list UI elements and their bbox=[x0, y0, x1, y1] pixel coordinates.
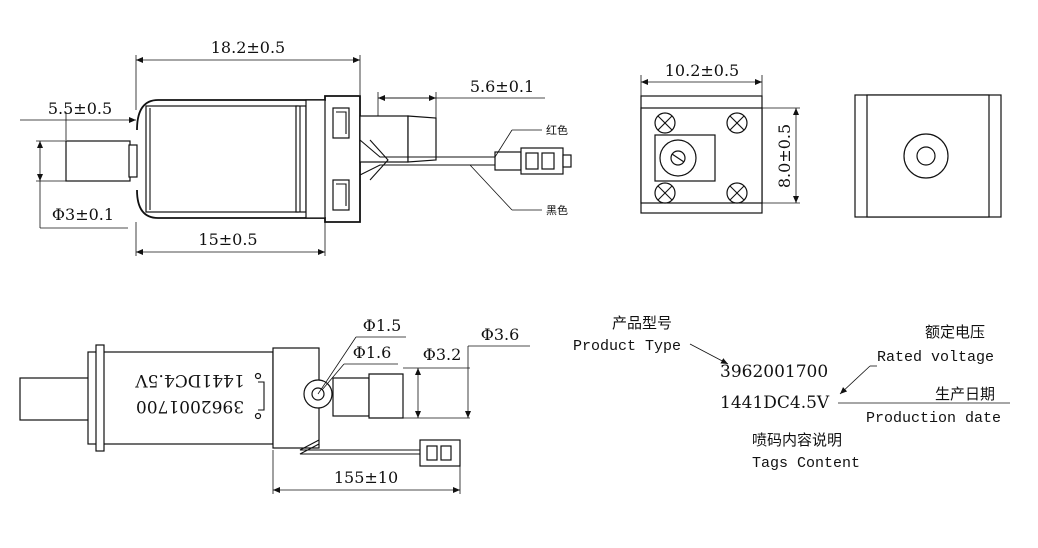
model-voltage: 1441DC4.5V bbox=[720, 393, 830, 413]
dim-tube-inner: Φ3.2 bbox=[423, 345, 462, 364]
wire-red-label: 红色 bbox=[546, 123, 568, 137]
leader-rated-voltage bbox=[839, 365, 871, 395]
dim-plunger-diameter: Φ3±0.1 bbox=[52, 205, 114, 224]
rated-voltage-en: Rated voltage bbox=[877, 349, 994, 366]
dim-body-length: 15±0.5 bbox=[198, 230, 257, 249]
product-type-en: Product Type bbox=[573, 338, 681, 355]
dim-hole-large: Φ1.6 bbox=[353, 343, 392, 362]
body-text-line2: 3962001700 bbox=[136, 396, 244, 416]
end-hole-inner bbox=[916, 146, 936, 166]
wire-black-label: 黑色 bbox=[546, 203, 568, 217]
plunger-collar bbox=[128, 144, 138, 178]
body-text-line1: 1441DC4.5V bbox=[135, 370, 245, 390]
product-code: 3962001700 bbox=[720, 362, 828, 382]
top-connector bbox=[419, 439, 461, 467]
end-view bbox=[854, 94, 1002, 218]
leader-product-type bbox=[689, 343, 729, 365]
wire-bend bbox=[369, 139, 389, 181]
terminal-bottom bbox=[332, 179, 350, 211]
plunger bbox=[65, 140, 131, 182]
top-wire bbox=[299, 439, 420, 451]
screw-icon bbox=[726, 112, 748, 134]
coil-body bbox=[145, 105, 299, 213]
top-clip bbox=[258, 381, 265, 411]
dim-rear-length: 5.6±0.1 bbox=[470, 77, 534, 96]
rear-nozzle bbox=[407, 115, 437, 163]
terminal-bottom-detail bbox=[336, 183, 347, 206]
coil-flange bbox=[295, 105, 307, 213]
dim-hole-small: Φ1.5 bbox=[363, 316, 402, 335]
top-connector-pin bbox=[440, 445, 452, 461]
connector-pin bbox=[525, 152, 539, 170]
screw-icon bbox=[654, 112, 676, 134]
dim-tube-outer: Φ3.6 bbox=[481, 325, 520, 344]
dim-width: 10.2±0.5 bbox=[665, 61, 739, 80]
pole-plate bbox=[305, 99, 326, 219]
leader-red bbox=[494, 129, 513, 158]
top-tube-nozzle bbox=[368, 373, 404, 419]
product-type-cn: 产品型号 bbox=[612, 314, 672, 332]
front-hole-slot bbox=[671, 153, 685, 163]
wire-black bbox=[359, 164, 495, 176]
tags-content-cn: 喷码内容说明 bbox=[752, 431, 842, 449]
dim-height: 8.0±0.5 bbox=[775, 124, 794, 188]
wire-red bbox=[359, 139, 495, 158]
top-frame-edge bbox=[95, 344, 105, 452]
screw-icon bbox=[726, 182, 748, 204]
connector-pin bbox=[541, 152, 555, 170]
rivet-icon bbox=[254, 372, 262, 380]
top-plunger bbox=[19, 377, 91, 421]
production-date-cn: 生产日期 bbox=[935, 385, 995, 403]
label-legend: 产品型号 Product Type 3962001700 1441DC4.5V … bbox=[573, 314, 1010, 472]
top-tube bbox=[332, 377, 370, 417]
screw-icon bbox=[654, 182, 676, 204]
dim-wire-length: 155±10 bbox=[334, 468, 398, 487]
leader-hole-large bbox=[321, 363, 345, 391]
terminal-top-detail bbox=[336, 111, 347, 134]
top-connector-pin bbox=[426, 445, 438, 461]
front-view: 10.2±0.5 8.0±0.5 bbox=[640, 61, 800, 214]
wire-sleeve bbox=[494, 151, 522, 171]
top-frame bbox=[87, 351, 274, 445]
top-wire bbox=[299, 443, 420, 455]
rivet-icon bbox=[254, 412, 262, 420]
leader-black bbox=[469, 164, 513, 211]
tags-content-en: Tags Content bbox=[752, 455, 860, 472]
leader-hole-small bbox=[317, 336, 357, 395]
rated-voltage-cn: 额定电压 bbox=[925, 323, 985, 341]
connector-latch bbox=[562, 154, 572, 168]
top-view: 1441DC4.5V 3962001700 Φ1.5 Φ1.6 Φ3.2 Φ3.… bbox=[19, 316, 530, 494]
side-view: 18.2±0.5 5.5±0.5 Φ3±0.1 5.6 bbox=[20, 38, 572, 256]
production-date-en: Production date bbox=[866, 410, 1001, 427]
terminal-top bbox=[332, 107, 350, 139]
dim-total-length: 18.2±0.5 bbox=[211, 38, 285, 57]
dim-plunger-extension: 5.5±0.5 bbox=[48, 99, 112, 118]
